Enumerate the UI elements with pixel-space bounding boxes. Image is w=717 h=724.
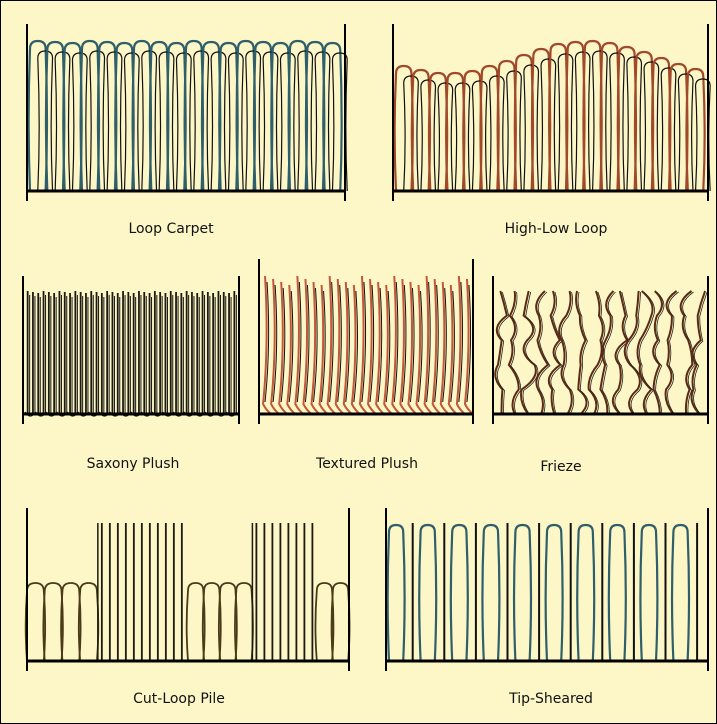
caption-tip-sheared: Tip-Sheared bbox=[509, 691, 593, 707]
panel-tip-sheared bbox=[386, 508, 708, 671]
panel-textured-plush bbox=[259, 259, 473, 424]
panel-cut-loop-pile bbox=[26, 508, 350, 671]
caption-saxony-plush: Saxony Plush bbox=[87, 456, 180, 472]
panel-high-low-loop bbox=[393, 24, 710, 201]
caption-loop-carpet: Loop Carpet bbox=[128, 221, 213, 237]
caption-textured-plush: Textured Plush bbox=[316, 456, 418, 472]
panel-loop-carpet bbox=[27, 24, 347, 201]
panel-frieze bbox=[493, 276, 708, 424]
caption-high-low-loop: High-Low Loop bbox=[505, 221, 608, 237]
panel-saxony-plush bbox=[23, 276, 239, 424]
caption-frieze: Frieze bbox=[540, 459, 581, 475]
caption-cut-loop-pile: Cut-Loop Pile bbox=[133, 691, 225, 707]
